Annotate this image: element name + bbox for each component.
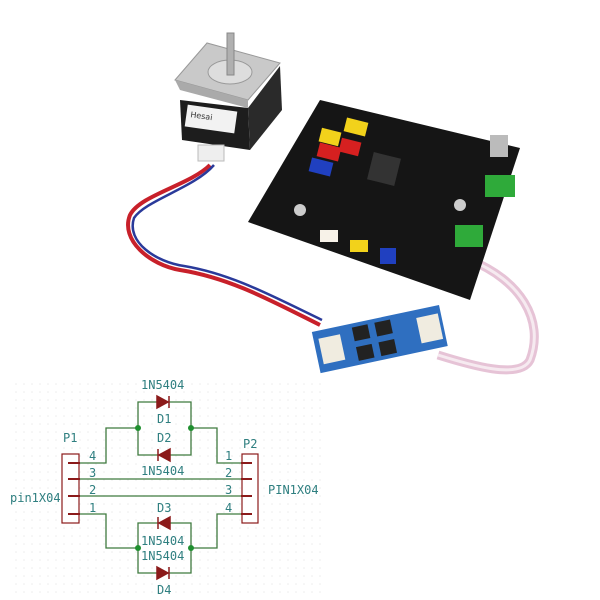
- p1-pin-2: 2: [89, 483, 96, 497]
- d2-ref: D2: [157, 431, 171, 445]
- motor-cable: [126, 163, 321, 327]
- p1-pin-1: 1: [89, 501, 96, 515]
- connector-p2: [241, 453, 259, 524]
- p1-ref: P1: [63, 431, 77, 445]
- driver-module: [311, 304, 448, 374]
- schematic-grid: (function(){ var g=document.currentScrip…: [15, 383, 321, 593]
- d3-ref: D3: [157, 501, 171, 515]
- controller-board: [248, 100, 520, 300]
- d1-value: 1N5404: [141, 378, 184, 392]
- diode-d4-icon: [156, 565, 170, 581]
- p2-pin-3: 3: [225, 483, 232, 497]
- diode-d2-icon: [157, 447, 171, 463]
- p1-pin-4: 4: [89, 449, 96, 463]
- diode-d1-icon: [156, 394, 170, 410]
- motor-cable-blue: [131, 164, 323, 322]
- d1-ref: D1: [157, 412, 171, 426]
- d4-value: 1N5404: [141, 549, 184, 563]
- d4-ref: D4: [157, 583, 171, 597]
- d3-value: 1N5404: [141, 534, 184, 548]
- p2-ref: P2: [243, 437, 257, 451]
- p2-pin-1: 1: [225, 449, 232, 463]
- motor-logo: Hesai: [190, 110, 213, 122]
- junction-dots: [135, 425, 194, 551]
- diode-d3-icon: [157, 515, 171, 531]
- p2-pin-2: 2: [225, 466, 232, 480]
- p2-pin-4: 4: [225, 501, 232, 515]
- connector-pins: [68, 462, 252, 515]
- stepper-motor: Hesai: [174, 32, 282, 162]
- p1-pin-3: 3: [89, 466, 96, 480]
- connector-p1: [61, 453, 80, 524]
- p1-value: pin1X04: [10, 491, 61, 505]
- d2-value: 1N5404: [141, 464, 184, 478]
- p2-value: PIN1X04: [268, 483, 319, 497]
- motor-label: [184, 104, 238, 134]
